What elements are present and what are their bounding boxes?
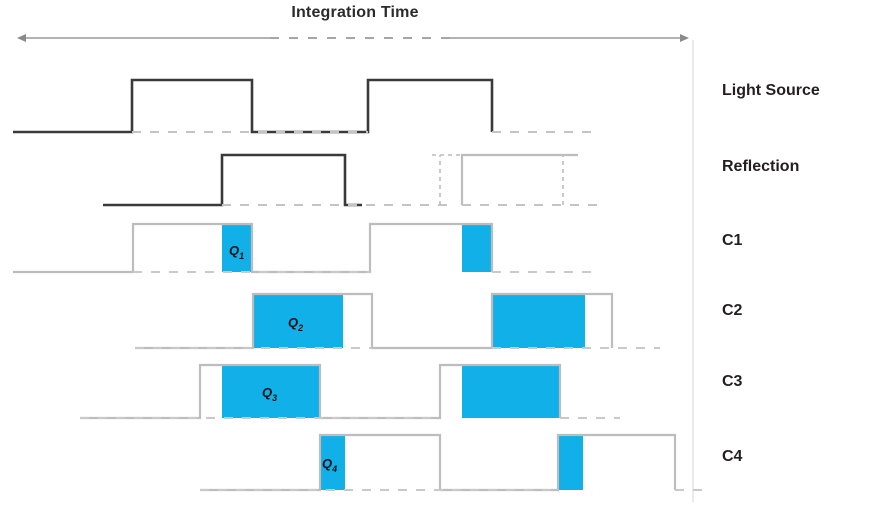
charge-fill-c2-second [492,294,585,348]
row-label-reflection: Reflection [722,158,800,175]
row-label-c1: C1 [722,232,743,249]
light-source-trace [13,78,494,134]
reflection-trace-gray [460,153,578,205]
charge-fill-q1 [222,224,252,272]
row-label-c2: C2 [722,302,743,319]
charge-fill-q2 [253,294,343,348]
charge-fill-c4-second [558,435,583,490]
waveform-c3: Q3 [80,363,620,420]
charge-fill-q4 [320,435,345,490]
charge-fill-q3 [222,365,320,418]
row-label-light-source: Light Source [722,82,820,99]
row-label-c4: C4 [722,448,743,465]
charge-label-q1: Q1 [229,243,244,261]
waveform-reflection [103,153,600,207]
charge-fill-c1-second [462,224,492,272]
charge-label-q2: Q2 [288,315,303,333]
charge-label-q4: Q4 [322,456,337,474]
waveform-c4: Q4 [200,433,710,492]
charge-fill-c3-second [462,365,560,418]
waveform-c1: Q1 [13,222,600,274]
waveform-light-source [13,78,600,134]
reflection-trace-solid [103,153,362,207]
charge-label-q3: Q3 [262,385,277,403]
c4-trace [200,433,677,492]
waveform-c2: Q2 [135,292,660,350]
c1-trace [13,222,494,274]
row-label-c3: C3 [722,373,743,390]
page-title: Integration Time [291,4,419,21]
